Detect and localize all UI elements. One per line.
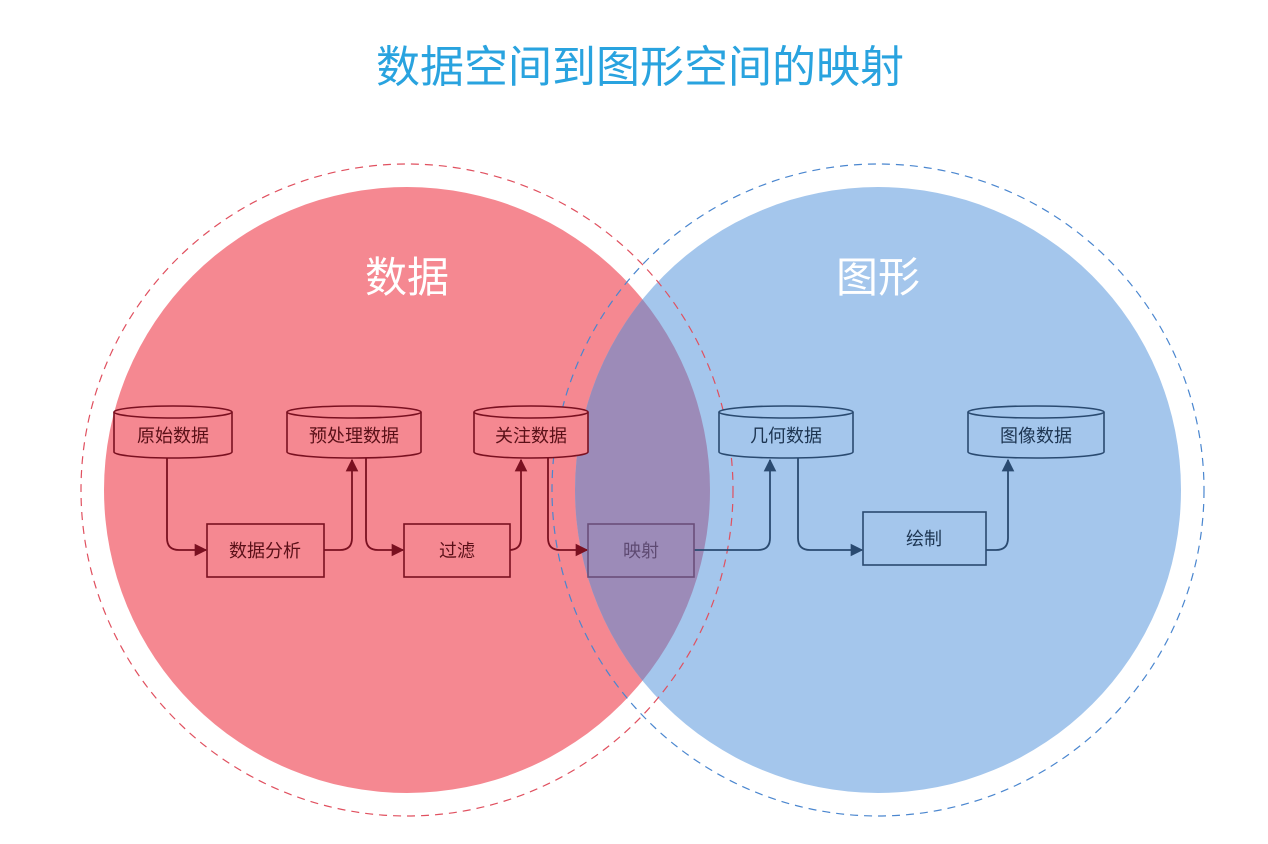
data-circle-label: 数据 [365, 253, 449, 302]
node-raw-data: 原始数据 [113, 405, 233, 459]
edge-render-to-image [986, 458, 1015, 551]
node-mapping: 映射 [587, 523, 695, 578]
node-geometry-data: 几何数据 [718, 405, 854, 459]
edge-raw-to-analysis [166, 458, 208, 557]
edge-preprocessed-to-filter [365, 458, 405, 557]
node-image-data: 图像数据 [967, 405, 1105, 459]
node-preprocessed-data-label: 预处理数据 [309, 426, 399, 447]
edge-focus-to-mapping [547, 458, 589, 557]
node-filter-label: 过滤 [439, 541, 475, 562]
edge-mapping-to-geometry [694, 458, 777, 551]
node-geometry-data-label: 几何数据 [750, 426, 822, 447]
node-focus-data-label: 关注数据 [495, 426, 567, 447]
edge-analysis-to-preprocessed [324, 458, 359, 551]
node-preprocessed-data: 预处理数据 [286, 405, 422, 459]
graphic-circle-label: 图形 [836, 253, 920, 302]
node-filter: 过滤 [403, 523, 511, 578]
node-data-analysis: 数据分析 [206, 523, 325, 578]
edge-geometry-to-render [797, 458, 864, 557]
graphic-dashed-ring [551, 163, 1205, 817]
node-raw-data-label: 原始数据 [137, 426, 209, 447]
node-focus-data: 关注数据 [473, 405, 589, 459]
data-circle [104, 187, 710, 793]
diagram-title: 数据空间到图形空间的映射 [376, 42, 904, 93]
node-mapping-label: 映射 [623, 541, 659, 562]
node-image-data-label: 图像数据 [1000, 426, 1072, 447]
graphic-circle [575, 187, 1181, 793]
node-render-label: 绘制 [906, 529, 942, 550]
node-data-analysis-label: 数据分析 [229, 541, 301, 562]
data-dashed-ring [80, 163, 734, 817]
node-render: 绘制 [862, 511, 987, 566]
